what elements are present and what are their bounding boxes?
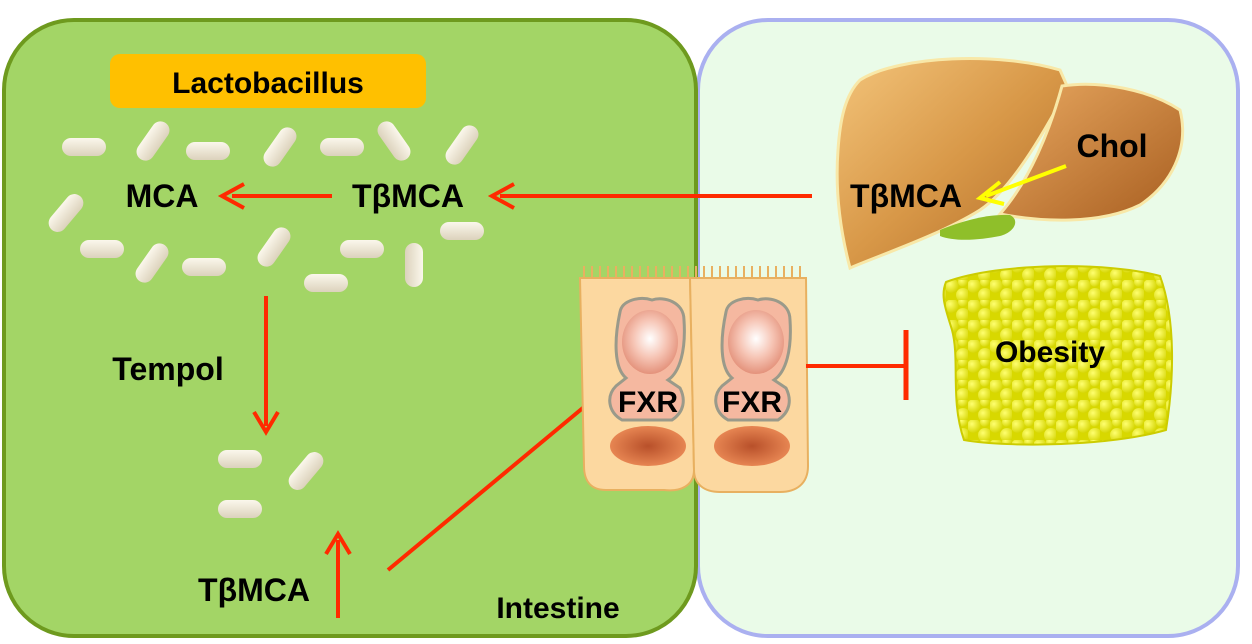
intestinal-cell-icon [578,266,810,493]
fxr-right-label: FXR [722,386,782,419]
bacteria-rod-icon [218,450,262,468]
bacteria-rod-icon [263,127,297,167]
tempol-label: Tempol [112,351,223,387]
bacteria-rod-icon [377,121,411,161]
obesity-label: Obesity [995,336,1105,369]
tempol-arrow [252,296,280,436]
tbmca-liver-label: TβMCA [850,178,962,214]
increase-arrow [324,530,352,618]
bacteria-rod-icon [136,121,170,161]
bacteria-group-upper [48,121,484,292]
tbmca-intestine-label: TβMCA [352,178,464,214]
bacteria-rod-icon [445,125,479,165]
transport-arrow [487,182,812,210]
bacteria-rod-icon [218,500,262,518]
bacteria-rod-icon [320,138,364,156]
fxr-left-label: FXR [618,386,678,419]
bacteria-rod-icon [186,142,230,160]
bacteria-rod-icon [440,222,484,240]
bacteria-rod-icon [182,258,226,276]
bacteria-rod-icon [340,240,384,258]
bacteria-rod-icon [257,227,291,267]
chol-arrow [975,164,1067,206]
tbmca-bottom-label: TβMCA [198,572,310,608]
lactobacillus-badge [110,54,426,108]
adipose-tissue-icon [942,265,1174,446]
liver-icon [835,57,1185,271]
bacteria-rod-icon [288,452,324,490]
bacteria-rod-icon [80,240,124,258]
bacteria-group-lower [218,450,324,518]
bacteria-rod-icon [48,194,84,232]
bacteria-rod-icon [405,243,423,287]
bacteria-rod-icon [135,243,169,283]
chol-label: Chol [1076,128,1147,164]
obesity-inhibition-line [806,330,909,400]
mca-label: MCA [126,178,199,214]
lactobacillus-label: Lactobacillus [172,67,364,100]
conversion-arrow [217,182,332,210]
intestine-label: Intestine [496,592,619,625]
bacteria-rod-icon [304,274,348,292]
bacteria-rod-icon [62,138,106,156]
